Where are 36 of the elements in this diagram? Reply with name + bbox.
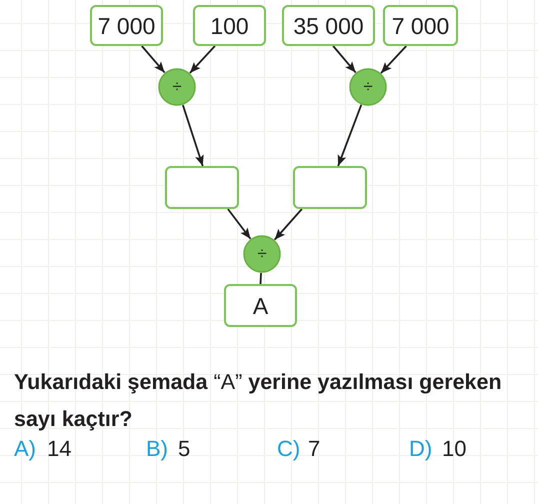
option-value: 10 [442, 436, 466, 462]
connector-line [260, 272, 262, 284]
arrow [380, 45, 407, 74]
answer-box [293, 166, 367, 209]
number-text: 35 000 [293, 12, 364, 38]
division-sign: ÷ [257, 245, 267, 263]
number-text: 7 000 [392, 12, 450, 38]
arrow [182, 104, 204, 166]
question-text: Yukarıdaki şemada “A” yerine yazılması gereken sayı kaçtır? [14, 369, 503, 433]
arrow [189, 45, 216, 74]
operation-circle [158, 68, 196, 106]
arrow [141, 45, 166, 74]
arrow [332, 45, 356, 74]
option-value: 7 [308, 436, 320, 462]
option-letter: C) [277, 436, 300, 462]
arrow [227, 208, 252, 240]
letter-text: A [252, 292, 268, 318]
option-letter: D) [409, 436, 432, 462]
arrow [337, 104, 362, 166]
result-box [224, 284, 297, 327]
option-value: 5 [178, 436, 190, 462]
number-box [282, 5, 375, 46]
number-text: 100 [210, 12, 249, 38]
number-text: 7 000 [98, 12, 156, 38]
number-box [383, 5, 458, 46]
division-sign: ÷ [363, 78, 373, 96]
option-value: 14 [47, 436, 72, 462]
division-sign: ÷ [172, 78, 182, 96]
option-letter: B) [146, 436, 168, 462]
number-box [90, 5, 163, 46]
option-letter: A) [14, 436, 36, 462]
arrow [274, 208, 303, 240]
operation-circle [349, 68, 387, 106]
answer-box [165, 166, 239, 209]
operation-circle [243, 235, 281, 273]
number-box [193, 5, 266, 46]
